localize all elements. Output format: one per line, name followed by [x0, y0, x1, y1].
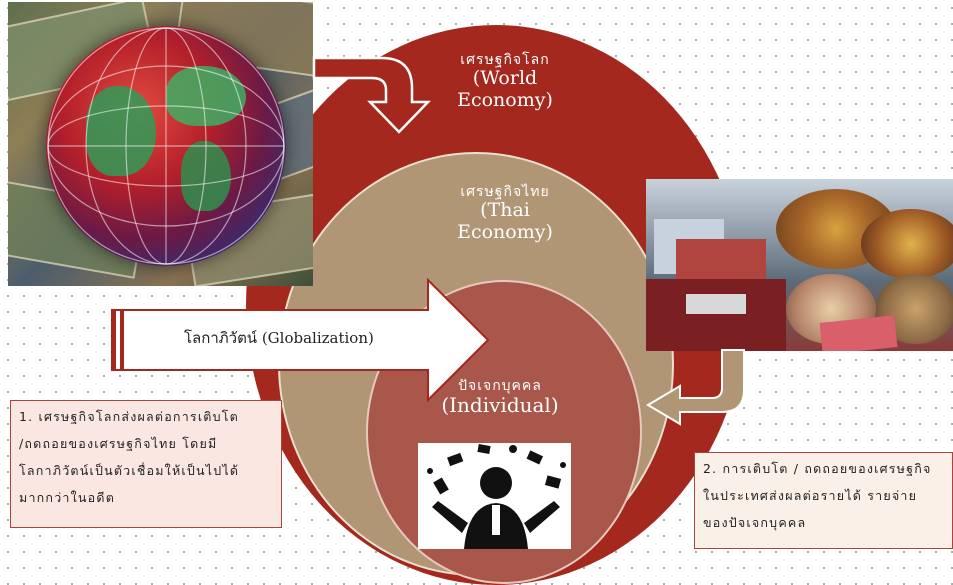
world-economy-english-1: (World — [472, 67, 538, 90]
callout-line: ของปัจเจกบุคคล — [703, 515, 807, 530]
arrows-layer — [111, 56, 745, 426]
callout-line: /ถดถอยของเศรษฐกิจไทย โดยมี — [19, 436, 218, 451]
thai-economy-english-1: (Thai — [480, 199, 530, 222]
thai-economy-thai: เศรษฐกิจไทย — [460, 184, 550, 200]
thai-economy-english-2: Economy) — [457, 220, 553, 243]
callout-line: 1. เศรษฐกิจโลกส่งผลต่อการเติบโต — [19, 409, 239, 424]
curved-arrow-thai — [646, 349, 745, 426]
thai-economy-label: เศรษฐกิจไทย (Thai Economy) — [420, 184, 590, 244]
callout-line: โลกาภิวัตน์เป็นตัวเชื่อมให้เป็นไปได้ — [19, 463, 240, 478]
world-economy-label: เศรษฐกิจโลก (World Economy) — [420, 52, 590, 112]
market-photo — [646, 179, 953, 351]
callout-line: ในประเทศส่งผลต่อรายได้ รายจ่าย — [703, 488, 918, 503]
globe-grid — [47, 27, 285, 265]
individual-english: (Individual) — [441, 393, 559, 418]
globalization-arrow — [111, 277, 490, 403]
callout-world-to-thai: 1. เศรษฐกิจโลกส่งผลต่อการเติบโต /ถดถอยขอ… — [10, 400, 282, 528]
individual-label: ปัจเจกบุคคล (Individual) — [410, 378, 590, 417]
curved-arrow-world — [312, 56, 431, 134]
individual-thai: ปัจเจกบุคคล — [458, 378, 542, 394]
globalization-label: โลกาภิวัตน์ (Globalization) — [184, 329, 374, 347]
world-economy-english-2: Economy) — [457, 88, 553, 111]
person-juggling-money-icon — [427, 444, 566, 549]
callout-thai-to-individual: 2. การเติบโต / ถดถอยของเศรษฐกิจ ในประเทศ… — [694, 452, 953, 549]
callout-line: มากกว่าในอดีต — [19, 490, 116, 505]
person-photo — [418, 443, 571, 549]
globe-photo — [8, 2, 313, 286]
world-economy-thai: เศรษฐกิจโลก — [460, 52, 550, 68]
callout-line: 2. การเติบโต / ถดถอยของเศรษฐกิจ — [703, 461, 932, 476]
